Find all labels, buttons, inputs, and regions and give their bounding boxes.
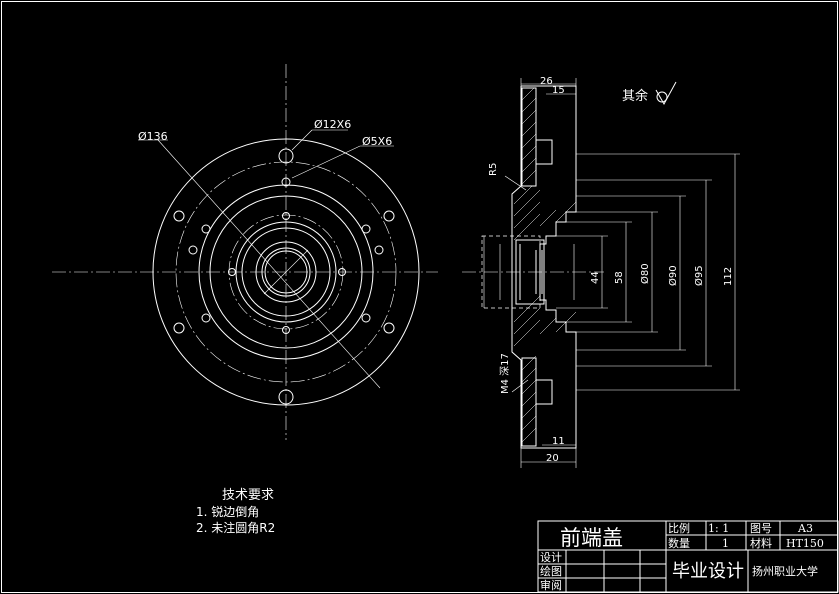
tapped-hole	[282, 212, 290, 220]
hole1-label: Ø12X6	[314, 118, 351, 131]
dim-80: Ø80	[639, 263, 651, 284]
outer-circle	[152, 138, 420, 406]
dim-20: 20	[546, 453, 559, 464]
dim-58: 58	[614, 271, 625, 284]
tapped-hole	[282, 326, 290, 334]
material-value: HT150	[786, 537, 824, 550]
dia-136-leader	[157, 139, 381, 389]
part-name: 前端盖	[560, 526, 623, 550]
dim-95: Ø95	[693, 265, 705, 286]
drafter-label: 绘图	[540, 564, 562, 578]
tapped-hole	[338, 268, 346, 276]
tapped-hole	[228, 268, 236, 276]
hole2-label: Ø5X6	[362, 135, 392, 148]
dim-112: 112	[723, 267, 734, 286]
roughness-label: 其余	[622, 88, 648, 104]
scale-label: 比例	[668, 521, 690, 535]
bolt-hole	[278, 148, 294, 164]
bolt-hole	[383, 322, 395, 334]
drawing-no-value: A3	[797, 522, 813, 535]
bore-hidden	[481, 235, 541, 309]
tech-req-item: 2. 未注圆角R2	[196, 520, 275, 535]
hole1-leader	[291, 129, 313, 151]
bolt-circle	[175, 161, 397, 383]
drawing-no-label: 图号	[750, 522, 772, 535]
dim-44: 44	[590, 271, 601, 284]
dim-15: 15	[552, 85, 565, 96]
school-name: 扬州职业大学	[752, 564, 818, 578]
tapped-hole	[281, 177, 291, 187]
hatch-top	[513, 87, 577, 241]
bolt-hole	[383, 210, 395, 222]
qty-value: 1	[722, 537, 729, 550]
material-label: 材料	[750, 536, 772, 550]
dia-136-label: Ø136	[138, 130, 168, 143]
tech-req-item: 1. 锐边倒角	[196, 505, 259, 519]
side-view	[462, 78, 740, 468]
dim-r5: R5	[488, 163, 499, 176]
thread-label: M4 深17	[499, 353, 511, 394]
bolt-hole	[173, 322, 185, 334]
diameter-dimensions	[483, 153, 740, 391]
bolt-hole	[278, 389, 294, 405]
hatch-bottom	[513, 295, 577, 443]
project-title: 毕业设计	[672, 561, 744, 582]
front-view	[52, 64, 438, 440]
title-block	[537, 520, 839, 593]
scale-value: 1: 1	[708, 522, 729, 535]
roughness-symbol-icon	[655, 81, 677, 106]
tech-req-title: 技术要求	[222, 488, 274, 503]
dim-90: Ø90	[667, 265, 679, 286]
hole2-leader	[291, 145, 361, 179]
qty-label: 数量	[668, 537, 690, 550]
dim-11: 11	[552, 436, 565, 447]
dim-26: 26	[540, 76, 553, 87]
reviewer-label: 审阅	[540, 578, 562, 592]
designer-label: 设计	[540, 551, 562, 564]
bolt-hole	[173, 210, 185, 222]
